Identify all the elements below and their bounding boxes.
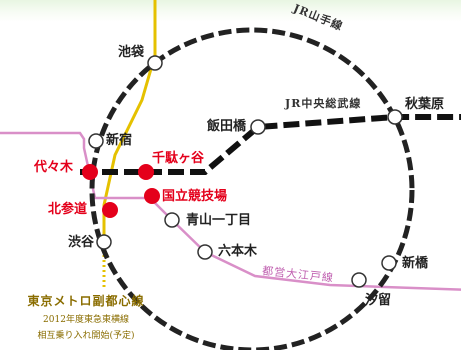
label-aoyama: 青山一丁目 — [186, 213, 252, 228]
station-shiodome[interactable] — [351, 272, 367, 288]
fukutoshin-title: 東京メトロ副都心線 — [27, 294, 145, 308]
label-sendagaya: 千駄ヶ谷 — [152, 151, 205, 166]
station-roppongi[interactable] — [197, 244, 213, 260]
station-akihabara[interactable] — [387, 109, 403, 125]
label-roppongi: 六本木 — [218, 244, 258, 259]
label-shinbashi: 新橋 — [402, 256, 429, 271]
fukutoshin-line2: 相互乗り入れ開始(予定) — [37, 331, 135, 341]
label-shinjuku: 新宿 — [106, 133, 133, 148]
label-kokuritsu: 国立競技場 — [162, 189, 228, 204]
label-akihabara: 秋葉原 — [405, 97, 445, 112]
station-shibuya[interactable] — [96, 234, 112, 250]
fukutoshin-line1: 2012年度東急東横線 — [43, 315, 129, 325]
chuo-sobu-label: JR中央総武線 — [285, 97, 362, 110]
yamanote-line — [89, 27, 415, 350]
station-shinbashi[interactable] — [381, 255, 397, 271]
label-shibuya: 渋谷 — [68, 235, 95, 250]
station-aoyama[interactable] — [164, 212, 180, 228]
station-shinjuku[interactable] — [88, 133, 104, 149]
station-kokuritsu[interactable] — [144, 188, 160, 204]
label-iidabashi: 飯田橋 — [207, 119, 247, 134]
chuo-sobu-line — [80, 114, 461, 175]
label-shiodome: 汐留 — [365, 293, 392, 308]
label-yoyogi: 代々木 — [34, 160, 74, 175]
station-iidabashi[interactable] — [250, 119, 266, 135]
label-ikebukuro: 池袋 — [118, 45, 145, 60]
label-kitasando: 北参道 — [48, 202, 88, 217]
station-yoyogi[interactable] — [82, 164, 98, 180]
station-ikebukuro[interactable] — [147, 55, 163, 71]
station-kitasando[interactable] — [102, 202, 118, 218]
station-sendagaya[interactable] — [138, 164, 154, 180]
fukutoshin-note: 東京メトロ副都心線 2012年度東急東横線 相互乗り入れ開始(予定) — [2, 292, 170, 341]
